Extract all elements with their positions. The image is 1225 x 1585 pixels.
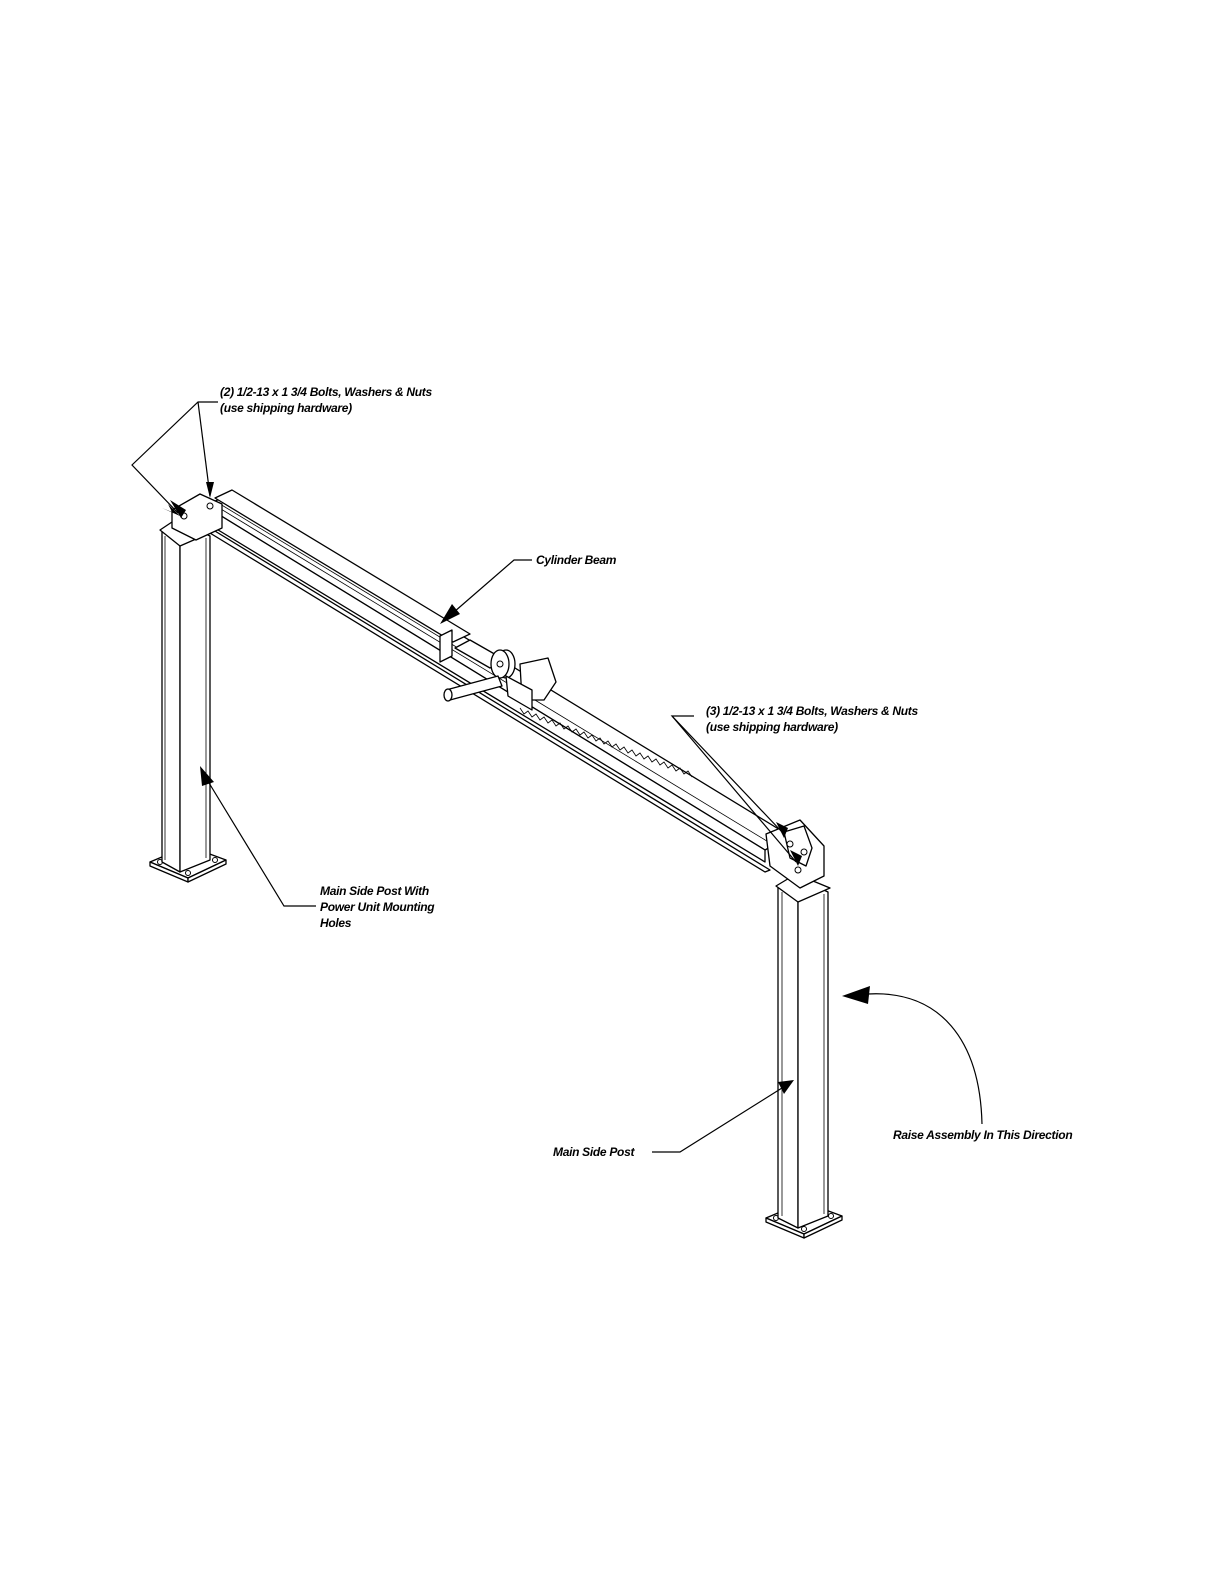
- leader-main-post-power: [200, 766, 316, 906]
- label-bolts-left-line2: (use shipping hardware): [220, 401, 352, 415]
- label-bolts-left-line1: (2) 1/2-13 x 1 3/4 Bolts, Washers & Nuts: [220, 385, 432, 399]
- label-main-post-power-line3: Holes: [320, 916, 352, 930]
- leader-raise-direction: [842, 986, 982, 1124]
- label-bolts-right-line2: (use shipping hardware): [706, 720, 838, 734]
- right-main-side-post: [766, 874, 842, 1238]
- label-cylinder-beam: Cylinder Beam: [536, 553, 617, 567]
- label-main-post-power-line2: Power Unit Mounting: [320, 900, 435, 914]
- cylinder-beam: [172, 490, 824, 888]
- label-raise-direction: Raise Assembly In This Direction: [893, 1128, 1072, 1142]
- label-main-post-power-line1: Main Side Post With: [320, 884, 429, 898]
- leader-cylinder-beam: [440, 560, 532, 624]
- label-bolts-right-line1: (3) 1/2-13 x 1 3/4 Bolts, Washers & Nuts: [706, 704, 918, 718]
- label-main-side-post: Main Side Post: [553, 1145, 635, 1159]
- left-main-side-post: [150, 518, 226, 882]
- leader-main-side-post: [652, 1080, 794, 1152]
